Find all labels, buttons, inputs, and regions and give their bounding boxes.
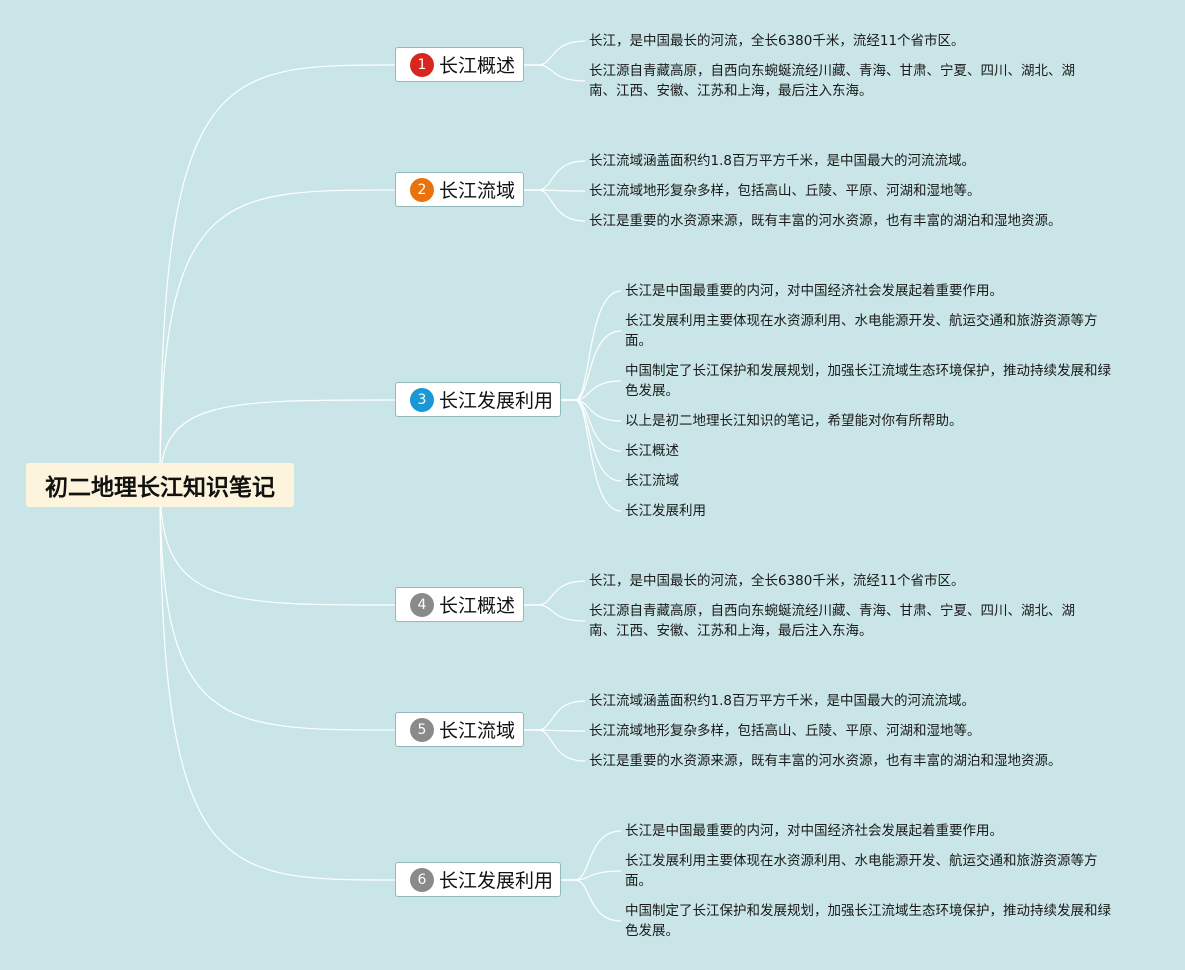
leaf-topic[interactable]: 中国制定了长江保护和发展规划，加强长江流域生态环境保护，推动持续发展和绿色发展。 [625,363,1111,399]
branch-label: 长江发展利用 [439,390,554,412]
leaf-topic[interactable]: 长江概述 [625,443,679,459]
number-badge-5: 5 [410,717,434,742]
root-topic[interactable]: 初二地理长江知识笔记 [26,463,294,507]
branch-label: 长江流域 [439,180,516,202]
number-badge-3: 3 [410,387,434,412]
branch-label: 长江发展利用 [439,870,554,892]
leaf-topic[interactable]: 长江是重要的水资源来源，既有丰富的河水资源，也有丰富的湖泊和湿地资源。 [589,753,1062,769]
branch-label: 长江概述 [439,595,516,617]
number-badge-6: 6 [410,867,434,892]
leaf-topic[interactable]: 长江，是中国最长的河流，全长6380千米，流经11个省市区。 [589,33,965,49]
branch-label: 长江概述 [439,55,516,77]
branch-topic-4[interactable]: 4 长江概述 [395,587,524,622]
leaf-topic[interactable]: 长江流域涵盖面积约1.8百万平方千米，是中国最大的河流流域。 [589,153,975,169]
leaf-topic[interactable]: 长江发展利用主要体现在水资源利用、水电能源开发、航运交通和旅游资源等方面。 [625,313,1098,349]
leaf-topic[interactable]: 长江是中国最重要的内河，对中国经济社会发展起着重要作用。 [625,823,1003,839]
leaf-topic[interactable]: 长江发展利用 [625,503,706,519]
leaf-topic[interactable]: 长江源自青藏高原，自西向东蜿蜒流经川藏、青海、甘肃、宁夏、四川、湖北、湖南、江西… [589,603,1075,639]
number-badge-4: 4 [410,592,434,617]
leaf-topic[interactable]: 以上是初二地理长江知识的笔记，希望能对你有所帮助。 [625,413,963,429]
branch-topic-2[interactable]: 2 长江流域 [395,172,524,207]
leaf-topic[interactable]: 长江流域地形复杂多样，包括高山、丘陵、平原、河湖和湿地等。 [589,183,981,199]
leaf-topic[interactable]: 长江，是中国最长的河流，全长6380千米，流经11个省市区。 [589,573,965,589]
branch-topic-6[interactable]: 6 长江发展利用 [395,862,561,897]
leaf-topic[interactable]: 长江流域 [625,473,679,489]
leaf-topic[interactable]: 长江流域涵盖面积约1.8百万平方千米，是中国最大的河流流域。 [589,693,975,709]
number-badge-2: 2 [410,177,434,202]
leaf-topic[interactable]: 长江是中国最重要的内河，对中国经济社会发展起着重要作用。 [625,283,1003,299]
branch-label: 长江流域 [439,720,516,742]
leaf-topic[interactable]: 长江是重要的水资源来源，既有丰富的河水资源，也有丰富的湖泊和湿地资源。 [589,213,1062,229]
leaf-topic[interactable]: 中国制定了长江保护和发展规划，加强长江流域生态环境保护，推动持续发展和绿色发展。 [625,903,1111,939]
branch-topic-3[interactable]: 3 长江发展利用 [395,382,561,417]
branch-topic-5[interactable]: 5 长江流域 [395,712,524,747]
leaf-topic[interactable]: 长江流域地形复杂多样，包括高山、丘陵、平原、河湖和湿地等。 [589,723,981,739]
number-badge-1: 1 [410,52,434,77]
leaf-topic[interactable]: 长江发展利用主要体现在水资源利用、水电能源开发、航运交通和旅游资源等方面。 [625,853,1098,889]
leaf-topic[interactable]: 长江源自青藏高原，自西向东蜿蜒流经川藏、青海、甘肃、宁夏、四川、湖北、湖南、江西… [589,63,1075,99]
branch-topic-1[interactable]: 1 长江概述 [395,47,524,82]
